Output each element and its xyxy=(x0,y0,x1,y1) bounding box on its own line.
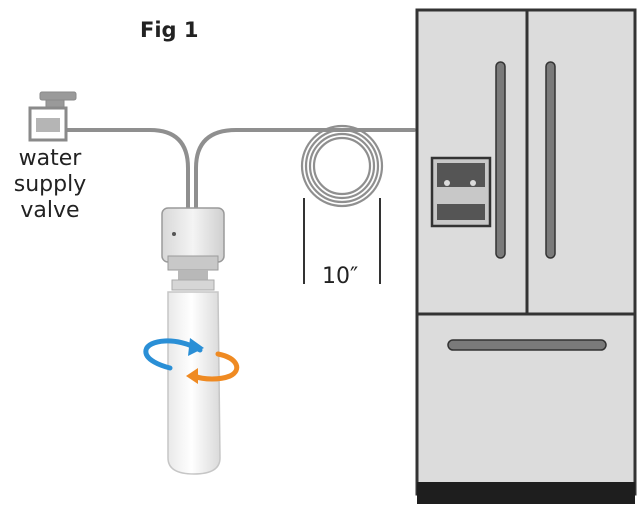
water-valve-icon xyxy=(28,91,77,142)
filter-cartridge xyxy=(167,291,221,475)
coiled-tubing xyxy=(300,124,384,208)
rotate-arrow-icon xyxy=(143,338,240,384)
valve-label-line-3: valve xyxy=(20,198,80,223)
dimension-lines xyxy=(303,198,381,284)
valve-label-line-2: supply xyxy=(13,172,87,197)
valve-label-line-1: water xyxy=(18,146,82,171)
figure-title: Fig 1 xyxy=(140,18,199,42)
tubing-length-label: 10″ xyxy=(322,264,359,289)
filter-head xyxy=(161,207,225,291)
water-supply-valve-label: water supply valve xyxy=(10,146,90,224)
refrigerator xyxy=(415,8,637,504)
